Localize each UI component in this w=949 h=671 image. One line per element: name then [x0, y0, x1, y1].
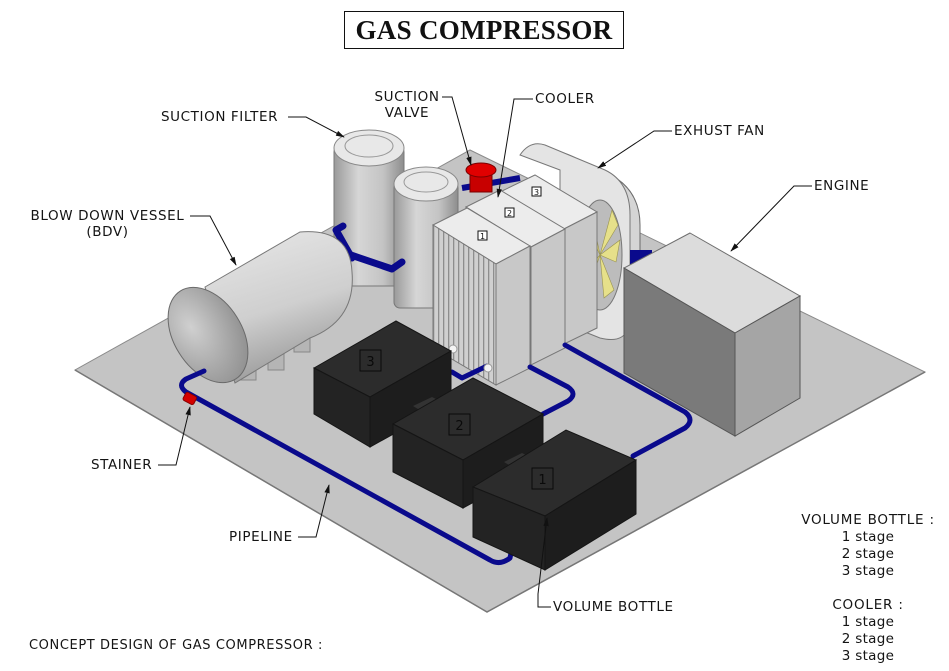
suction-valve [461, 162, 521, 193]
volume-bottle-1 [471, 429, 638, 571]
label-exhust-fan: EXHUST FAN [674, 123, 765, 139]
legend-volume-bottle-stage-1: 1 stage [841, 529, 895, 545]
leader-stainer [158, 406, 191, 466]
leader-bdv [190, 215, 237, 266]
volume-bottle-number-2: 2 [448, 413, 471, 436]
leader-volume-bottle [537, 517, 551, 608]
legend-cooler-heading: COOLER : [832, 597, 904, 613]
label-pipeline: PIPELINE [229, 529, 293, 545]
label-suction-valve-line2: VALVE [384, 105, 430, 121]
cooler-number-labels: 3 2 1 [477, 186, 542, 241]
label-volume-bottle: VOLUME BOTTLE [553, 599, 674, 615]
svg-text:3: 3 [366, 355, 374, 370]
pipe-fitting [483, 363, 493, 373]
leader-pipeline [298, 484, 330, 538]
leader-engine [730, 185, 812, 252]
label-bdv-line1: BLOW DOWN VESSEL [30, 208, 185, 224]
leader-lines [158, 96, 812, 608]
label-suction-valve-line1: SUCTION [374, 89, 440, 105]
volume-bottle-number-1: 1 [531, 467, 554, 490]
svg-text:2: 2 [455, 419, 463, 434]
leader-cooler [496, 98, 533, 198]
label-suction-valve: SUCTION VALVE [368, 89, 446, 121]
svg-text:3: 3 [534, 188, 539, 197]
svg-text:1: 1 [480, 232, 485, 241]
legend-cooler-stage-3: 3 stage [841, 648, 895, 664]
volume-bottle-number-3: 3 [359, 349, 382, 372]
legend-volume-bottle-stage-3: 3 stage [841, 563, 895, 579]
leader-exhust-fan [597, 130, 672, 169]
label-suction-filter: SUCTION FILTER [161, 109, 279, 125]
engine [622, 232, 802, 437]
svg-text:1: 1 [538, 473, 546, 488]
legend-volume-bottle-stage-2: 2 stage [841, 546, 895, 562]
volume-bottle-3 [312, 320, 453, 448]
label-cooler: COOLER [535, 91, 595, 107]
diagram-title: GAS COMPRESSOR [344, 11, 624, 49]
label-blow-down-vessel: BLOW DOWN VESSEL (BDV) [25, 208, 190, 240]
legend-volume-bottle-heading: VOLUME BOTTLE : [801, 512, 935, 528]
filter-pipe [332, 222, 406, 273]
cooler-number-3: 3 [531, 186, 542, 197]
label-bdv-line2: (BDV) [86, 224, 129, 240]
legend-volume-bottle: VOLUME BOTTLE : 1 stage 2 stage 3 stage [790, 512, 946, 580]
footer-caption: CONCEPT DESIGN OF GAS COMPRESSOR : [29, 638, 323, 653]
blow-down-vessel [167, 231, 353, 384]
cooler-number-2: 2 [504, 207, 515, 218]
volume-bottle-number-labels: 3 2 1 [359, 349, 554, 490]
leader-suction-valve [442, 96, 472, 166]
label-stainer: STAINER [91, 457, 153, 473]
label-engine: ENGINE [814, 178, 870, 194]
legend-cooler-stage-1: 1 stage [841, 614, 895, 630]
pipeline [179, 342, 693, 566]
cooler-number-1: 1 [477, 230, 488, 241]
svg-text:2: 2 [507, 209, 512, 218]
legend-cooler-stage-2: 2 stage [841, 631, 895, 647]
legend-cooler: COOLER : 1 stage 2 stage 3 stage [790, 597, 946, 665]
stainer [182, 391, 197, 406]
leader-suction-filter [288, 116, 345, 138]
